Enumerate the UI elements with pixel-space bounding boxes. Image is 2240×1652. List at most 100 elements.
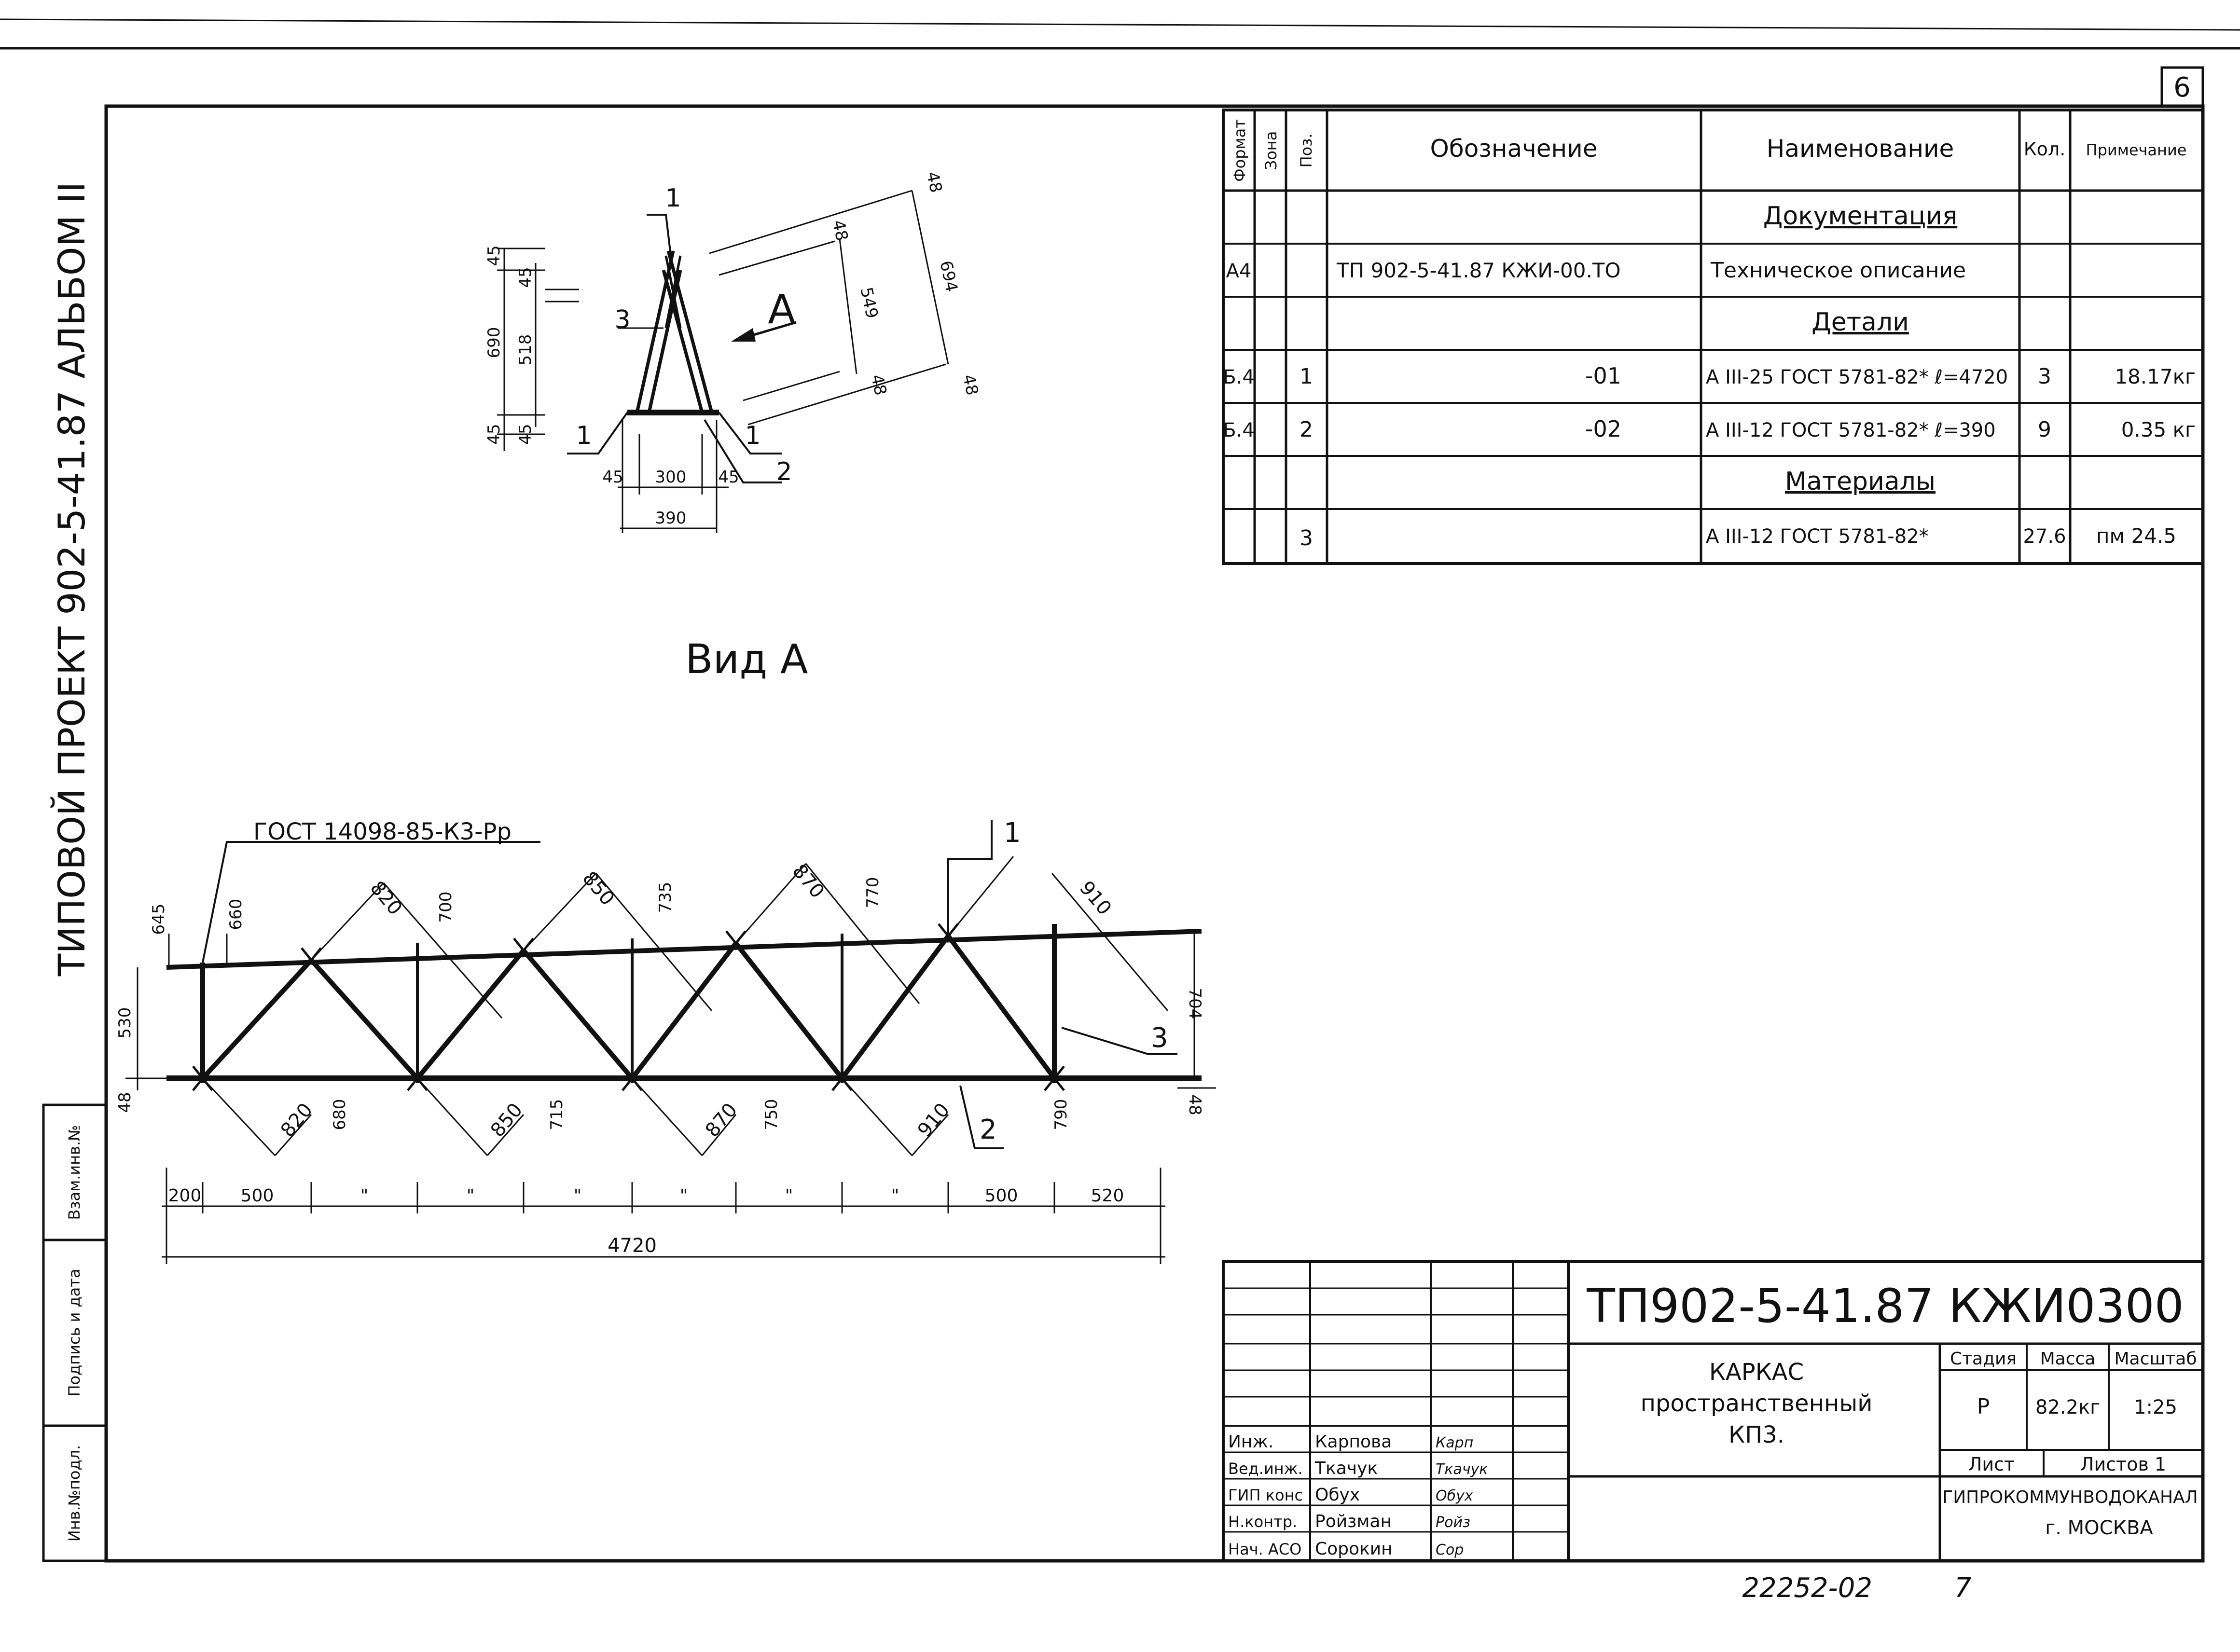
elev-v-680: 680 (330, 1099, 349, 1130)
tb-h-stage: Стадия (1950, 1349, 2017, 1369)
section-dim-d48b: 48 (829, 218, 852, 243)
section-dim-690: 690 (484, 327, 504, 358)
section-dim-b45b: 45 (718, 468, 739, 487)
tb-sign-2: Обух (1436, 1487, 1473, 1504)
tb-sign-1: Ткачук (1436, 1461, 1488, 1478)
spec-r5-name: Материалы (1785, 467, 1936, 496)
truss-elevation (125, 820, 1216, 1264)
section-label-3: 3 (614, 305, 630, 334)
elev-v-750: 750 (762, 1099, 781, 1130)
tb-name-4: Сорокин (1315, 1539, 1393, 1559)
tb-org-2: г. МОСКВА (2045, 1517, 2153, 1539)
spec-r6-name: А III-12 ГОСТ 5781-82* (1706, 525, 1929, 548)
spec-r4-name: А III-12 ГОСТ 5781-82* ℓ=390 (1706, 419, 1996, 441)
stamp-inv: Инв.№подл. (65, 1445, 83, 1542)
elev-total: 4720 (608, 1235, 657, 1257)
elev-pos-1: 1 (1004, 817, 1021, 849)
spec-r2-name: Детали (1811, 308, 1909, 337)
tb-role-2: ГИП конс (1228, 1486, 1303, 1504)
tb-scale: 1:25 (2134, 1396, 2177, 1418)
section-dim-45b: 45 (516, 267, 535, 288)
spec-r1-designation: ТП 902-5-41.87 КЖИ-00.ТО (1336, 259, 1621, 282)
elev-h-530: 530 (115, 1007, 135, 1039)
tb-title-1: КАРКАС (1709, 1359, 1804, 1386)
section-dim-d48c: 48 (867, 372, 890, 397)
section-dim-b390: 390 (655, 509, 687, 528)
spec-r0-name: Документация (1763, 202, 1957, 231)
spec-h-name: Наименование (1767, 135, 1954, 163)
spec-r6-note: пм 24.5 (2096, 524, 2176, 548)
section-dim-d549: 549 (856, 286, 882, 320)
view-arrow-label: А (768, 286, 795, 333)
elev-s-9: 520 (1091, 1186, 1124, 1206)
elev-h-770: 770 (863, 877, 883, 909)
elev-h-48b: 48 (1185, 1094, 1204, 1115)
spec-r3-note: 18.17кг (2115, 365, 2196, 388)
spec-h-pos: Поз. (1297, 134, 1315, 168)
elev-v-790: 790 (1051, 1099, 1071, 1130)
spec-r4-format: Б.4 (1223, 419, 1255, 441)
tb-title-3: КП3. (1728, 1421, 1784, 1448)
elev-s-4: " (574, 1186, 582, 1206)
elev-s-3: " (467, 1186, 475, 1206)
elev-h-660: 660 (226, 899, 246, 930)
section-dim-d48a: 48 (923, 170, 946, 194)
elev-h-645: 645 (149, 904, 168, 935)
side-title: ТИПОВОЙ ПРОЕКТ 902-5-41.87 АЛЬБОМ II (50, 182, 93, 977)
tb-sign-4: Сор (1436, 1542, 1464, 1558)
section-dim-518: 518 (516, 334, 535, 366)
tb-name-2: Обух (1315, 1485, 1360, 1505)
tb-h-mass: Масса (2040, 1349, 2096, 1369)
spec-r4-qty: 9 (2038, 417, 2051, 442)
tb-role-3: Н.контр. (1228, 1513, 1297, 1531)
elev-dt-850: 850 (578, 867, 619, 910)
stamp-replace: Взам.инв.№ (65, 1125, 83, 1220)
elev-s-7: " (891, 1186, 899, 1206)
elev-db-870: 870 (701, 1099, 742, 1142)
section-label-1b: 1 (576, 421, 592, 450)
weld-note: ГОСТ 14098-85-К3-Рр (253, 818, 512, 845)
elev-db-820: 820 (277, 1099, 317, 1142)
section-dim-d48d: 48 (959, 372, 982, 397)
tb-code: ТП902-5-41.87 КЖИ0300 (1586, 1279, 2184, 1333)
elev-v-715: 715 (547, 1099, 567, 1130)
tb-stage: Р (1977, 1394, 1990, 1419)
elev-dt-870: 870 (788, 860, 829, 903)
spec-h-qty: Кол. (2024, 138, 2066, 160)
archive-number: 22252-02 (1742, 1572, 1872, 1604)
elev-h-704: 704 (1185, 988, 1204, 1019)
section-label-2: 2 (776, 457, 792, 486)
section-dim-b300: 300 (655, 468, 687, 487)
elev-h-735: 735 (656, 882, 675, 913)
spec-r3-designation: -01 (1585, 363, 1621, 389)
spec-h-designation: Обозначение (1430, 135, 1598, 163)
tb-sign-0: Карп (1436, 1434, 1473, 1451)
tb-role-4: Нач. АСО (1228, 1540, 1301, 1558)
tb-name-3: Ройзман (1315, 1512, 1392, 1531)
tb-title-2: пространственный (1641, 1390, 1873, 1417)
spec-h-note: Примечание (2086, 141, 2187, 159)
section-view (497, 190, 949, 533)
spec-r4-designation: -02 (1585, 416, 1621, 442)
elev-db-910: 910 (913, 1099, 954, 1142)
section-dim-d694: 694 (936, 259, 961, 294)
tb-sheet: Лист (1968, 1454, 2015, 1475)
stamp-sign: Подпись и дата (65, 1268, 83, 1396)
spec-h-format: Формат (1231, 119, 1249, 182)
elev-s-6: " (785, 1186, 793, 1206)
spec-r1-format: А4 (1226, 260, 1252, 282)
tb-role-1: Вед.инж. (1228, 1459, 1303, 1478)
tb-role-0: Инж. (1228, 1432, 1273, 1452)
section-label-1c: 1 (745, 421, 760, 450)
section-dim-45a: 45 (484, 245, 504, 266)
spec-r4-note: 0.35 кг (2121, 418, 2196, 441)
elev-pos-2: 2 (980, 1114, 997, 1145)
tb-sign-3: Ройз (1436, 1514, 1470, 1531)
view-a-label: Вид А (685, 635, 808, 683)
spec-r6-qty: 27.6 (2023, 525, 2066, 548)
tb-h-scale: Масштаб (2114, 1349, 2197, 1369)
elev-h-700: 700 (436, 892, 456, 923)
sheet-number: 6 (2173, 72, 2191, 103)
